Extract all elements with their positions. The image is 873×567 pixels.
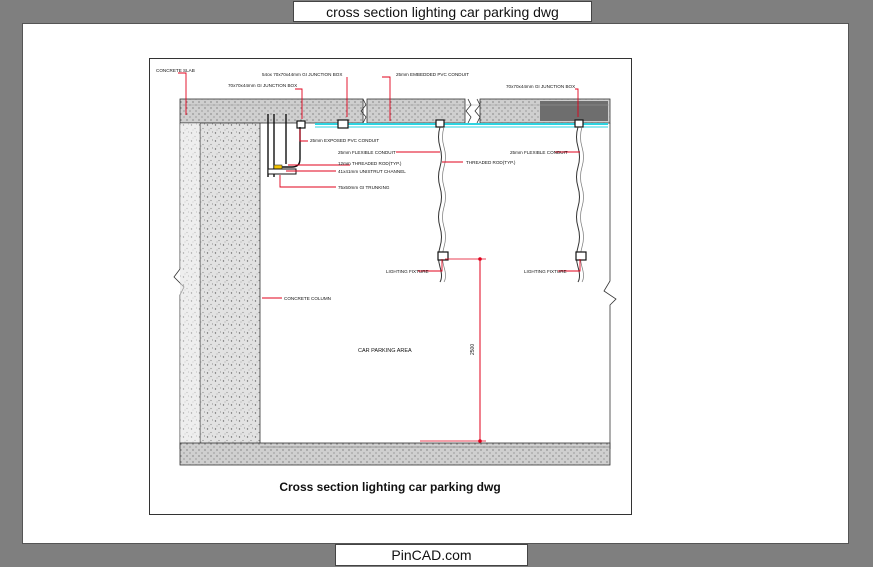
label-threaded-rod-left: 12mm THREADED ROD(TYP.) xyxy=(338,161,402,166)
label-junction-box-right: 70x70x44mm GI JUNCTION BOX xyxy=(506,84,575,89)
pvc-conduit xyxy=(315,123,608,128)
threaded-rod-mid xyxy=(438,126,446,283)
concrete-slab xyxy=(179,98,611,124)
threaded-rod-right xyxy=(576,126,584,283)
site-watermark: PinCAD.com xyxy=(335,544,528,566)
lighting-fixture-right xyxy=(575,251,587,261)
concrete-column xyxy=(173,122,261,450)
label-flexible-conduit-left: 25mm FLEXIBLE CONDUIT xyxy=(338,150,396,155)
right-wall-break xyxy=(603,123,617,449)
label-lighting-fixture-mid: LIGHTING FIXTURE xyxy=(386,269,429,274)
label-trunking: 75x50mm GI TRUNKING xyxy=(338,185,390,190)
label-concrete-column: CONCRETE COLUMN xyxy=(284,296,331,301)
junction-box-right xyxy=(574,119,584,128)
cad-section-drawing: CONCRETE SLAB 70x70x44mm GI JUNCTION BOX… xyxy=(156,68,617,494)
label-car-parking-area: CAR PARKING AREA xyxy=(358,348,412,354)
label-threaded-rod-mid: THREADED ROD(TYP.) xyxy=(466,160,516,165)
label-embedded-conduit: 25mm EMBEDDED PVC CONDUIT xyxy=(396,72,469,77)
label-lighting-fixture-right: LIGHTING FIXTURE xyxy=(524,269,567,274)
junction-box-wall xyxy=(296,120,306,129)
page-title-text: cross section lighting car parking dwg xyxy=(326,3,559,20)
label-unistrut: 41x41mm UNISTRUT CHANNEL xyxy=(338,169,406,174)
trunking-assembly xyxy=(267,114,301,177)
label-concrete-slab: CONCRETE SLAB xyxy=(156,68,195,73)
page-title: cross section lighting car parking dwg xyxy=(293,1,592,22)
label-junction-box-top: 54ox 70x70x44mm GI JUNCTION BOX xyxy=(262,72,342,77)
label-flexible-conduit-right: 25mm FLEXIBLE CONDUIT xyxy=(510,150,568,155)
drawing-caption: Cross section lighting car parking dwg xyxy=(279,480,500,494)
junction-box-top xyxy=(337,119,349,129)
height-dimension xyxy=(420,257,486,443)
lighting-fixture-mid xyxy=(437,251,449,261)
site-watermark-text: PinCAD.com xyxy=(391,547,472,563)
label-junction-box-wall: 70x70x44mm GI JUNCTION BOX xyxy=(228,83,297,88)
floor-slab xyxy=(179,442,611,466)
label-dimension: 2500 xyxy=(470,344,476,355)
label-exposed-conduit: 25mm EXPOSED PVC CONDUIT xyxy=(310,138,379,143)
drawing-sheet: CONCRETE SLAB 70x70x44mm GI JUNCTION BOX… xyxy=(149,58,632,515)
junction-box-mid xyxy=(435,119,445,128)
leader-lines xyxy=(178,72,581,299)
